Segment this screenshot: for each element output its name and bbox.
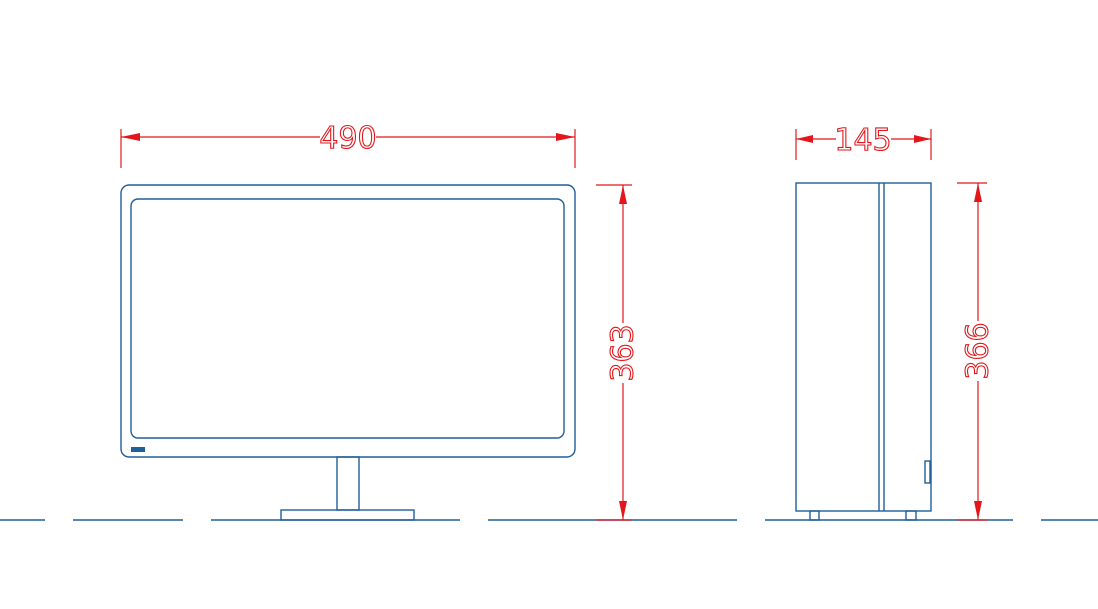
monitor-bezel (120, 184, 576, 458)
side-foot-back (905, 510, 917, 521)
monitor-side-view (795, 182, 932, 521)
dimension-side-height: 366 (957, 182, 996, 521)
stand-neck (336, 456, 360, 511)
power-indicator (131, 447, 145, 452)
side-foot-front (809, 510, 820, 521)
side-height-label: 366 (961, 322, 996, 379)
monitor-screen (130, 198, 565, 439)
dimension-front-height: 363 (596, 184, 641, 521)
dimension-side-depth: 145 (795, 122, 932, 160)
side-depth-label: 145 (834, 123, 891, 158)
side-port (924, 460, 931, 484)
stand-base (280, 509, 415, 521)
monitor-front-view (120, 184, 576, 521)
dimension-front-width: 490 (120, 120, 576, 168)
side-body (795, 182, 932, 512)
front-width-label: 490 (319, 121, 376, 156)
front-height-label: 363 (606, 324, 641, 381)
